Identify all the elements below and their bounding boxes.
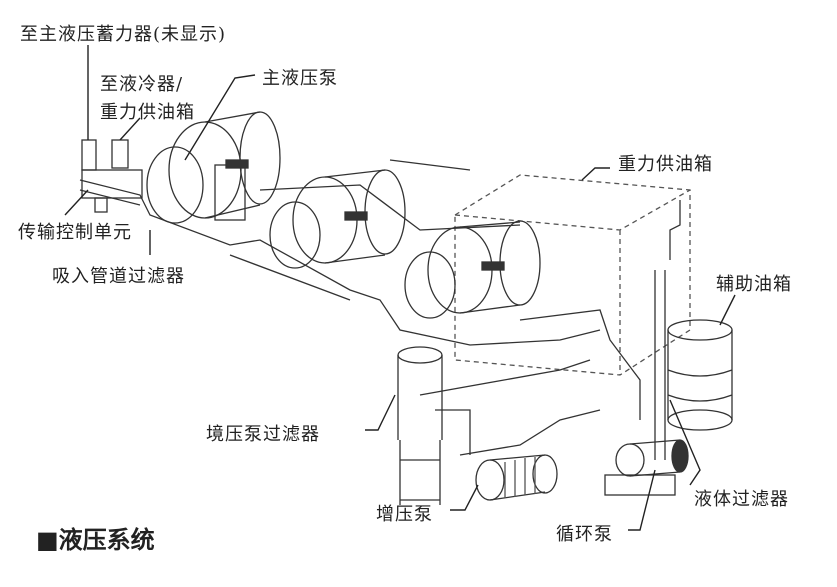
label-aux-tank: 辅助油箱: [716, 274, 792, 295]
label-gravity-tank: 重力供油箱: [618, 154, 713, 175]
label-circulation-pump: 循环泵: [556, 524, 613, 545]
label-cooler-line1: 至液冷器/: [100, 74, 184, 95]
label-fluid-filter: 液体过滤器: [694, 489, 789, 510]
figure-caption: ■液压系统: [36, 526, 155, 554]
label-main-pump: 主液压泵: [262, 68, 338, 89]
label-transmission-control: 传输控制单元: [18, 222, 132, 243]
boost-pump-filter: [397, 346, 443, 505]
boost-pump-motor: [475, 454, 558, 501]
aux-tank: [654, 270, 733, 460]
main-pump-2: [269, 169, 406, 269]
label-boost-pump: 增压泵: [376, 504, 433, 525]
circulation-pump: [604, 439, 689, 496]
transmission-control-unit: [81, 139, 143, 213]
label-suction-filter: 吸入管道过滤器: [52, 266, 185, 287]
main-pump-3: [404, 220, 541, 319]
label-accumulator: 至主液压蓄力器(未显示): [20, 24, 227, 45]
leader-lines: [64, 45, 736, 531]
label-cooler-line2: 重力供油箱: [100, 102, 195, 123]
main-pump-1: [146, 111, 281, 224]
label-boost-pump-filter: 境压泵过滤器: [206, 424, 320, 445]
gravity-tank-outline: [454, 174, 691, 376]
pipes: [79, 159, 681, 456]
